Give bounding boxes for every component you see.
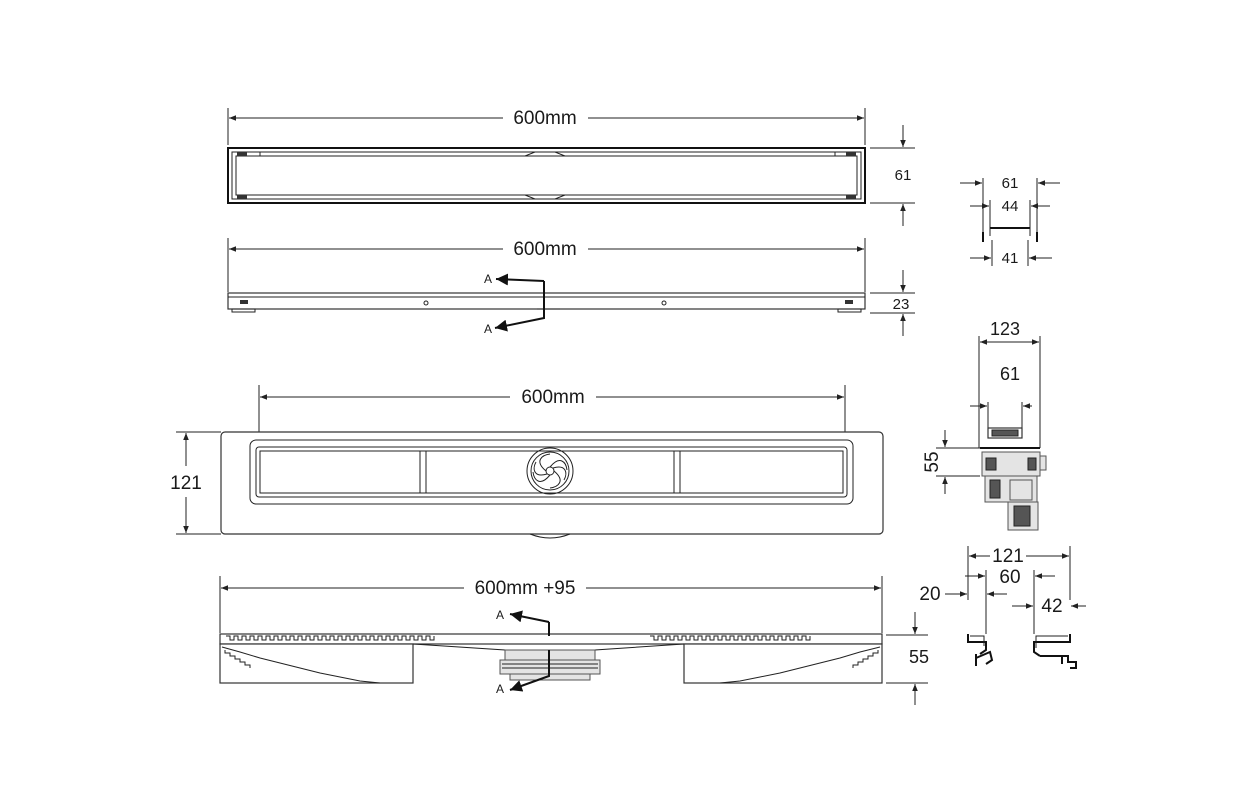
frame-profile-section: 121 60 20 42 bbox=[919, 546, 1086, 669]
plan-width-label: 121 bbox=[170, 473, 202, 494]
plan-channel-view: 600mm 121 bbox=[170, 385, 884, 539]
grate-bottom-label: 41 bbox=[1002, 250, 1019, 267]
grate-profile-section: 61 44 41 bbox=[960, 175, 1060, 267]
side-height-label: 23 bbox=[893, 296, 910, 313]
trap-top-label: 123 bbox=[990, 319, 1020, 339]
trap-height-label: 55 bbox=[922, 451, 943, 472]
front-section-mark-lower: A bbox=[496, 682, 504, 696]
trap-grate-label: 61 bbox=[1000, 364, 1020, 384]
side-grate-view: 600mm A A 23 bbox=[227, 238, 915, 336]
frame-overall-label: 121 bbox=[992, 546, 1024, 567]
top-length-label: 600mm bbox=[513, 108, 576, 129]
trap-section: 123 61 55 bbox=[922, 319, 1047, 531]
section-mark-lower: A bbox=[484, 322, 492, 336]
front-height-label: 55 bbox=[909, 647, 929, 667]
front-length-label: 600mm +95 bbox=[475, 578, 576, 599]
grate-inner-label: 44 bbox=[1002, 198, 1019, 215]
plan-length-label: 600mm bbox=[521, 387, 584, 408]
front-section-mark-upper: A bbox=[496, 608, 504, 622]
side-length-label: 600mm bbox=[513, 239, 576, 260]
front-channel-view: 600mm +95 A A 55 bbox=[219, 576, 929, 705]
section-mark-upper: A bbox=[484, 272, 492, 286]
top-height-label: 61 bbox=[895, 167, 912, 184]
top-grate-view: 600mm 61 bbox=[227, 108, 915, 226]
frame-inner-label: 60 bbox=[999, 567, 1020, 588]
grate-outer-label: 61 bbox=[1002, 175, 1019, 192]
frame-right-label: 42 bbox=[1041, 596, 1062, 617]
frame-left-label: 20 bbox=[919, 584, 940, 605]
